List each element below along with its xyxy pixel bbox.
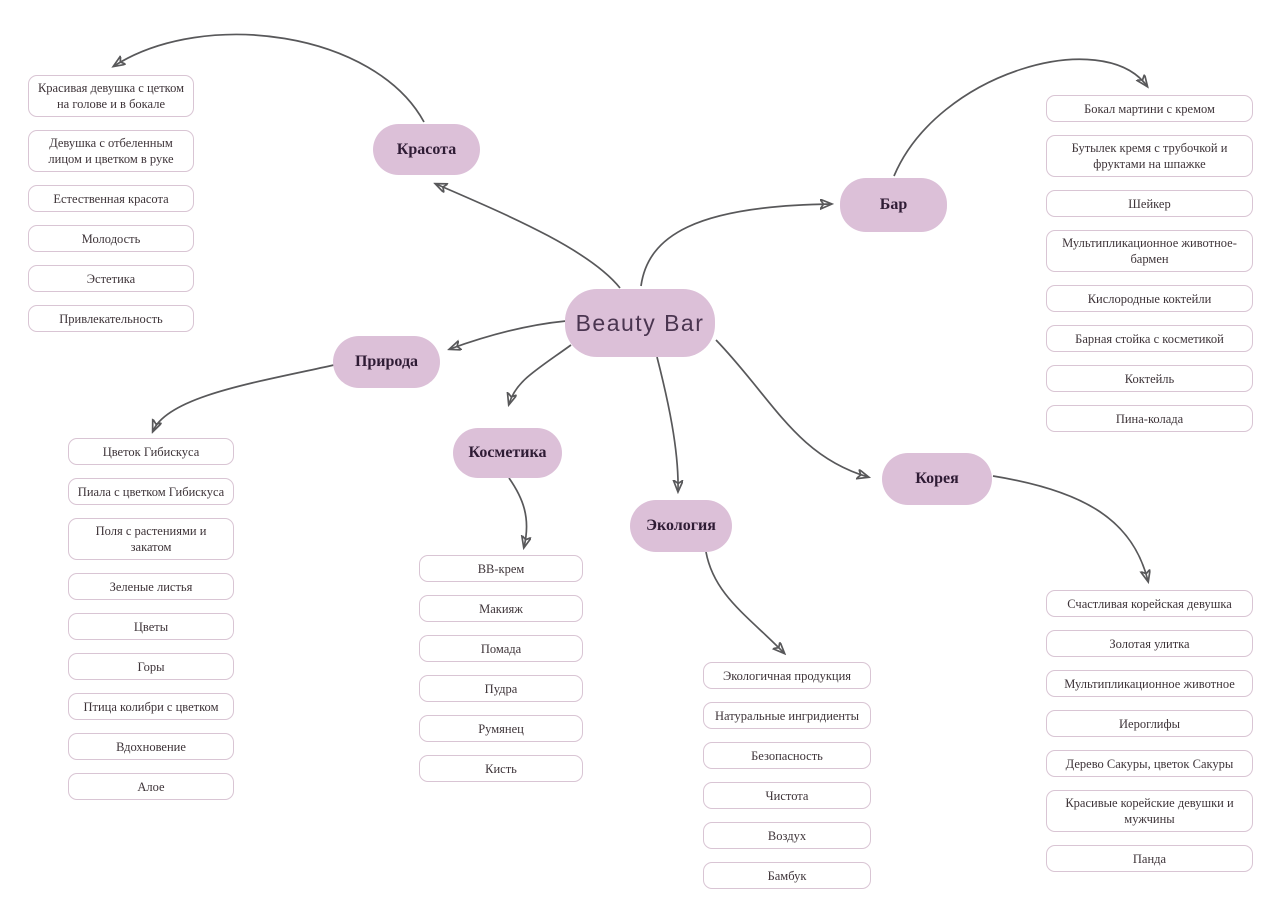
leaf-node[interactable]: Мультипликационное животное — [1046, 670, 1253, 697]
leaf-node[interactable]: Счастливая корейская девушка — [1046, 590, 1253, 617]
leaf-node[interactable]: Бамбук — [703, 862, 871, 889]
edge-center-to-priroda — [450, 320, 567, 349]
leaf-node[interactable]: Дерево Сакуры, цветок Сакуры — [1046, 750, 1253, 777]
leaf-node[interactable]: Горы — [68, 653, 234, 680]
branch-node-krasota[interactable]: Красота — [373, 124, 480, 175]
edge-center-to-krasota — [436, 184, 621, 289]
leaf-node[interactable]: Девушка с отбеленным лицом и цветком в р… — [28, 130, 194, 172]
leaf-node[interactable]: Привлекательность — [28, 305, 194, 332]
leaf-node[interactable]: Бутылек кремя с трубочкой и фруктами на … — [1046, 135, 1253, 177]
leaf-node[interactable]: Барная стойка с косметикой — [1046, 325, 1253, 352]
central-node-beauty-bar[interactable]: Beauty Bar — [565, 289, 715, 357]
branch-node-bar[interactable]: Бар — [840, 178, 947, 232]
leaf-node[interactable]: Пудра — [419, 675, 583, 702]
leaf-column-krasota: Красивая девушка с цетком на голове и в … — [28, 75, 194, 332]
branch-node-priroda[interactable]: Природа — [333, 336, 440, 388]
edge-center-to-ekologia — [656, 356, 678, 491]
leaf-node[interactable]: Молодость — [28, 225, 194, 252]
leaf-node[interactable]: Шейкер — [1046, 190, 1253, 217]
leaf-node[interactable]: Коктейль — [1046, 365, 1253, 392]
leaf-node[interactable]: Помада — [419, 635, 583, 662]
leaf-node[interactable]: Кислородные коктейли — [1046, 285, 1253, 312]
leaf-node[interactable]: Естественная красота — [28, 185, 194, 212]
edge-priroda-to-items — [153, 364, 335, 431]
leaf-node[interactable]: Чистота — [703, 782, 871, 809]
leaf-node[interactable]: Бокал мартини с кремом — [1046, 95, 1253, 122]
leaf-node[interactable]: Вдохновение — [68, 733, 234, 760]
branch-node-ekologia[interactable]: Экология — [630, 500, 732, 552]
edge-center-to-bar — [640, 204, 831, 287]
leaf-node[interactable]: Воздух — [703, 822, 871, 849]
leaf-node[interactable]: Мультипликационное животное-бармен — [1046, 230, 1253, 272]
leaf-node[interactable]: Румянец — [419, 715, 583, 742]
leaf-node[interactable]: Эстетика — [28, 265, 194, 292]
leaf-node[interactable]: Иероглифы — [1046, 710, 1253, 737]
leaf-node[interactable]: Поля с растениями и закатом — [68, 518, 234, 560]
leaf-node[interactable]: Кисть — [419, 755, 583, 782]
edge-korea-to-items — [992, 475, 1148, 581]
edge-center-to-korea — [715, 339, 868, 477]
leaf-node[interactable]: ВВ-крем — [419, 555, 583, 582]
edge-center-to-kosmetika — [509, 344, 572, 404]
branch-node-kosmetika[interactable]: Косметика — [453, 428, 562, 478]
leaf-node[interactable]: Пина-колада — [1046, 405, 1253, 432]
branch-node-korea[interactable]: Корея — [882, 453, 992, 505]
leaf-node[interactable]: Пиала с цветком Гибискуса — [68, 478, 234, 505]
leaf-node[interactable]: Панда — [1046, 845, 1253, 872]
leaf-node[interactable]: Макияж — [419, 595, 583, 622]
leaf-node[interactable]: Цветок Гибискуса — [68, 438, 234, 465]
leaf-node[interactable]: Экологичная продукция — [703, 662, 871, 689]
leaf-node[interactable]: Натуральные ингридиенты — [703, 702, 871, 729]
edge-ekologia-to-items — [705, 551, 784, 653]
leaf-node[interactable]: Зеленые листья — [68, 573, 234, 600]
leaf-node[interactable]: Цветы — [68, 613, 234, 640]
leaf-node[interactable]: Красивая девушка с цетком на голове и в … — [28, 75, 194, 117]
edge-kosmetika-to-items — [508, 477, 527, 547]
leaf-node[interactable]: Золотая улитка — [1046, 630, 1253, 657]
leaf-node[interactable]: Алое — [68, 773, 234, 800]
leaf-node[interactable]: Птица колибри с цветком — [68, 693, 234, 720]
leaf-node[interactable]: Красивые корейские девушки и мужчины — [1046, 790, 1253, 832]
leaf-node[interactable]: Безопасность — [703, 742, 871, 769]
